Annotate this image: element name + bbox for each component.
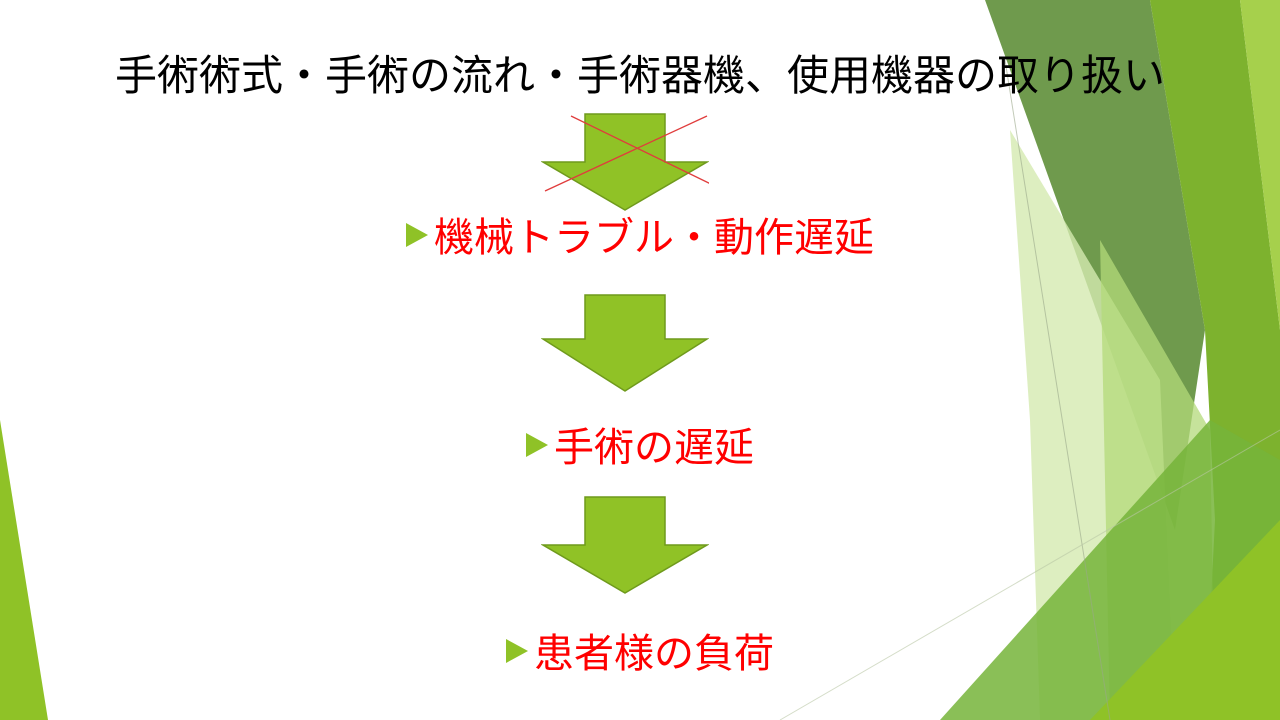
step-label-3: 患者様の負荷 <box>534 631 774 677</box>
step-item-1: 機械トラブル・動作遅延 <box>0 210 1280 266</box>
down-arrow-icon <box>541 113 709 211</box>
triangle-right-icon <box>506 639 528 663</box>
down-arrow-3 <box>541 496 709 594</box>
triangle-right-icon <box>406 223 428 247</box>
step-item-3: 患者様の負荷 <box>0 626 1280 682</box>
far-right-strip <box>1240 0 1280 330</box>
thin-line-a <box>1004 59 1111 720</box>
step-item-2: 手術の遅延 <box>0 420 1280 476</box>
down-arrow-2 <box>541 294 709 392</box>
bottom-right-wedge <box>1090 520 1280 720</box>
step-label-2: 手術の遅延 <box>554 425 754 471</box>
crossed-down-arrow <box>541 113 709 211</box>
slide-title: 手術術式・手術の流れ・手術器機、使用機器の取り扱い <box>114 51 1165 100</box>
triangle-right-icon <box>526 433 548 457</box>
step-label-1: 機械トラブル・動作遅延 <box>434 215 874 261</box>
x-mark-icon <box>544 115 709 192</box>
thin-line-b <box>779 429 1280 720</box>
left-edge-facet <box>0 420 48 720</box>
down-arrow-icon <box>541 294 709 392</box>
down-arrow-icon <box>541 496 709 594</box>
